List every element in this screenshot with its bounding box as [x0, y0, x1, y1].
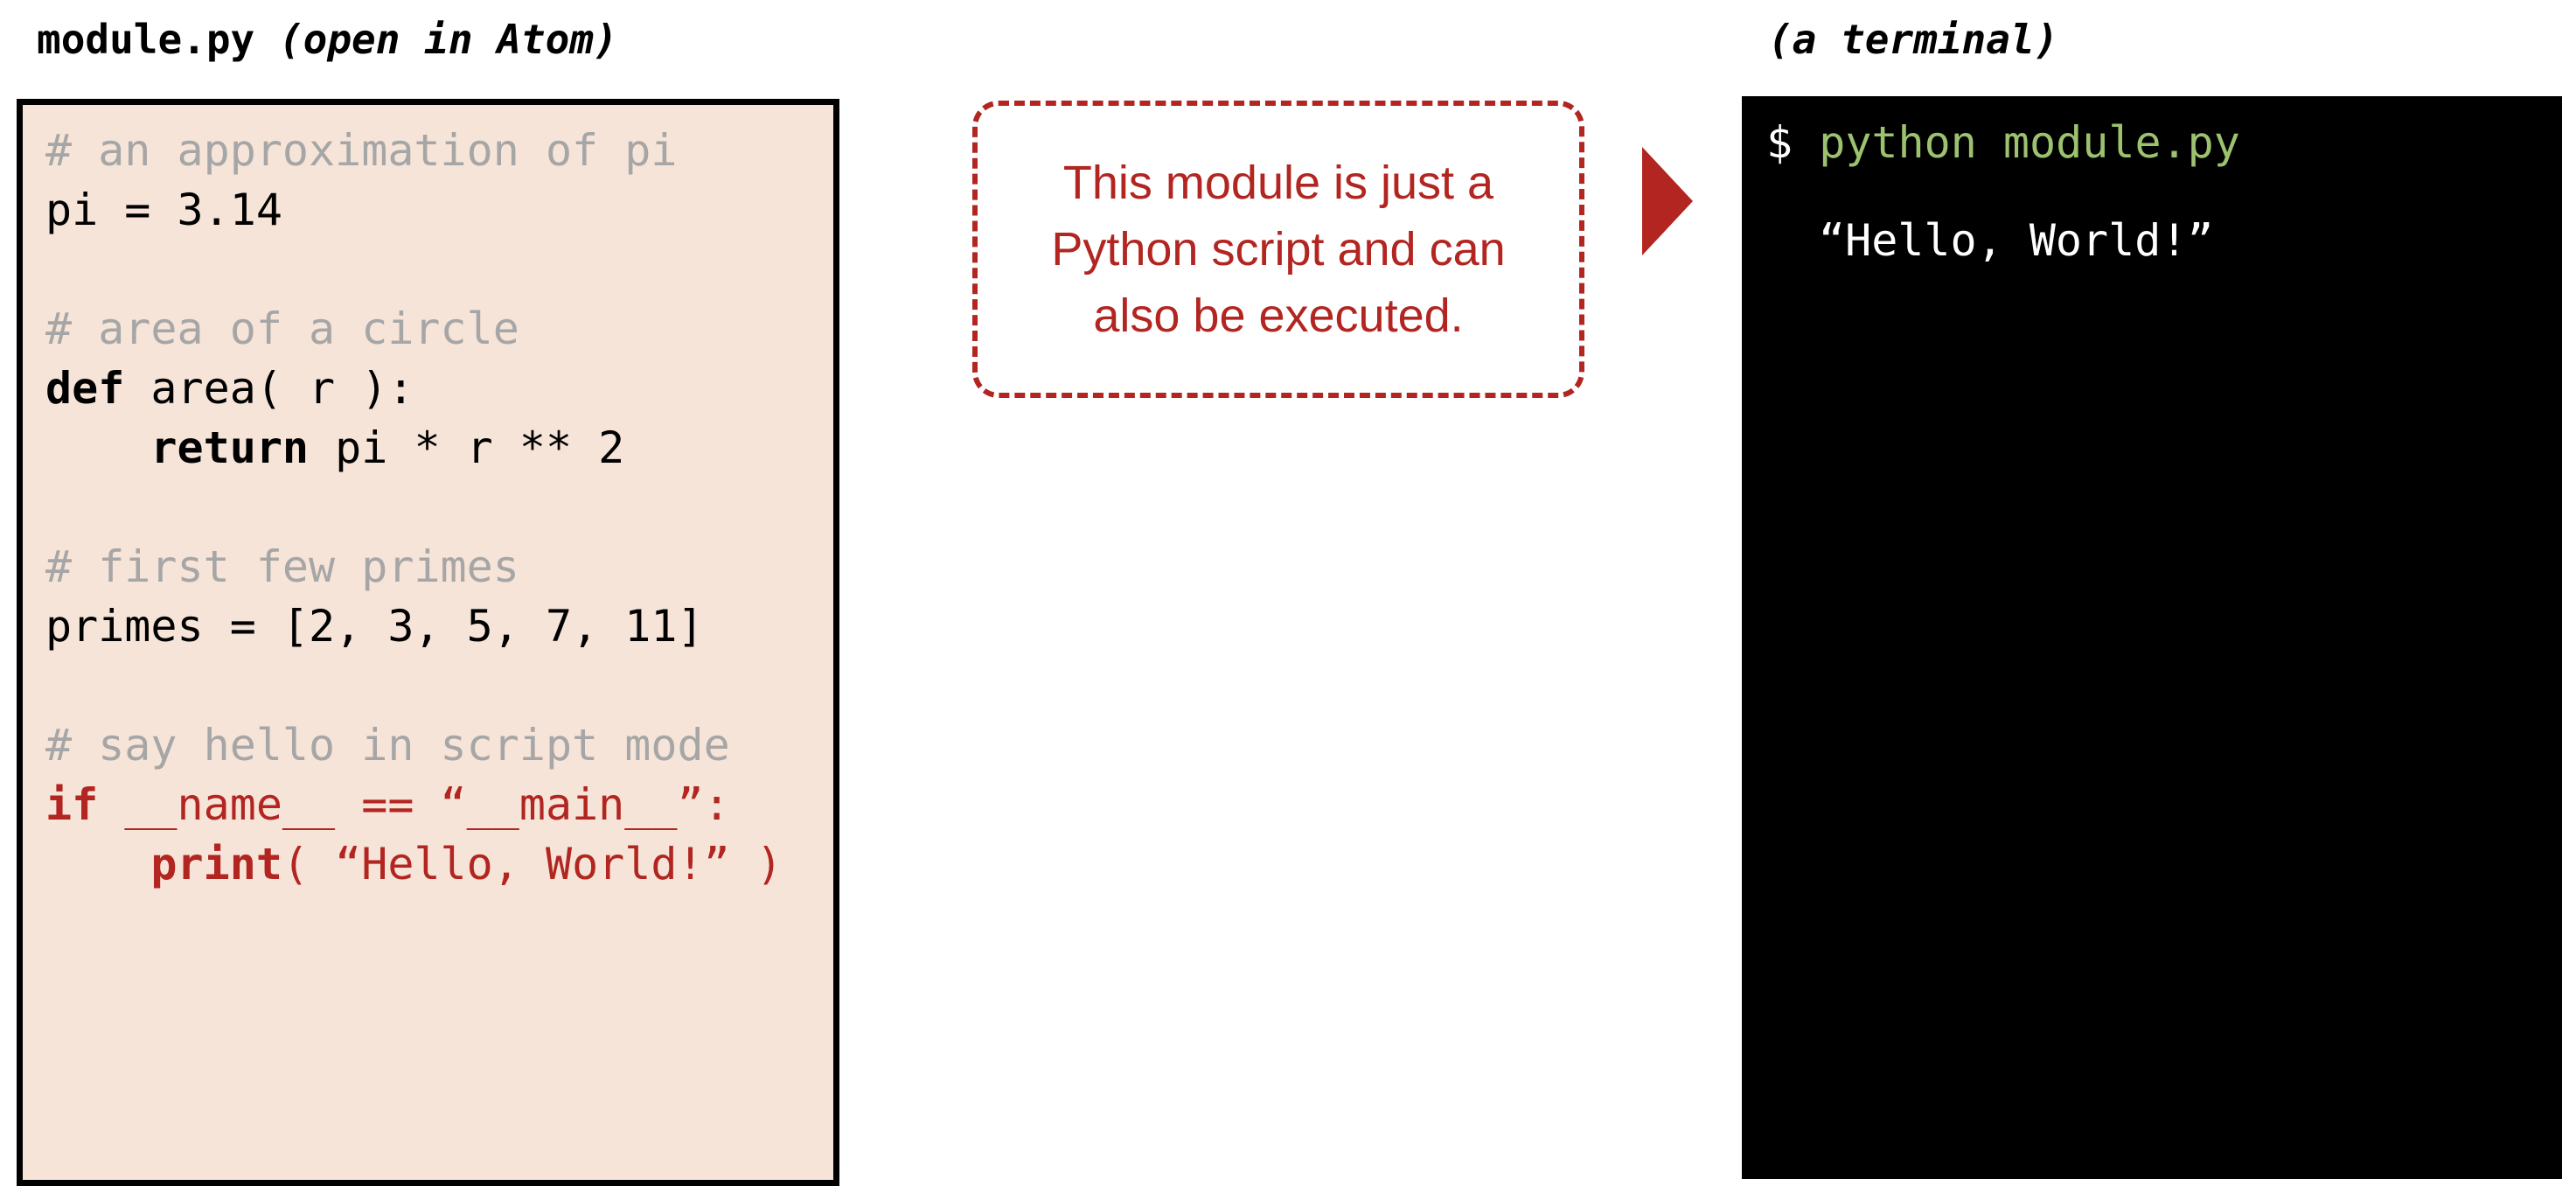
terminal-command: python module.py: [1819, 117, 2240, 168]
code-comment: # an approximation of pi: [45, 125, 678, 176]
code-text: [45, 839, 150, 890]
callout-box: This module is just a Python script and …: [972, 101, 1584, 398]
code-line: # area of a circle: [45, 299, 783, 359]
editor-title-context: (open in Atom): [278, 16, 618, 63]
code-text: __name__ == “__main__”:: [98, 779, 730, 830]
terminal-title-text: (a terminal): [1768, 16, 2059, 63]
code-text: pi * r ** 2: [309, 422, 625, 473]
code-line: pi = 3.14: [45, 180, 783, 240]
code-keyword: def: [45, 363, 125, 414]
code-text: primes = [2, 3, 5, 7, 11]: [45, 601, 704, 652]
code-line: return pi * r ** 2: [45, 418, 783, 478]
code-text: ( “Hello, World!” ): [282, 839, 783, 890]
terminal-output: “Hello, World!”: [1819, 215, 2214, 266]
terminal-window[interactable]: $ python module.py “Hello, World!”: [1742, 96, 2562, 1179]
code-line: [45, 240, 783, 299]
code-keyword: if: [45, 779, 99, 830]
code-line: if __name__ == “__main__”:: [45, 775, 783, 834]
code-text: [45, 422, 150, 473]
code-block: # an approximation of pi pi = 3.14 # area …: [45, 121, 783, 894]
code-line: # first few primes: [45, 537, 783, 597]
arrow-right-icon: [1642, 147, 1693, 255]
callout-text: This module is just a Python script and …: [1051, 157, 1506, 342]
code-keyword: return: [150, 422, 310, 473]
editor-title: module.py (open in Atom): [37, 19, 618, 59]
code-line: # say hello in script mode: [45, 715, 783, 775]
code-editor-panel[interactable]: # an approximation of pi pi = 3.14 # area …: [17, 99, 839, 1186]
code-comment: # area of a circle: [45, 303, 519, 354]
code-line: [45, 478, 783, 537]
code-comment: # first few primes: [45, 541, 519, 592]
code-line: print( “Hello, World!” ): [45, 834, 783, 894]
terminal-command-line: $ python module.py: [1766, 121, 2240, 164]
code-line: primes = [2, 3, 5, 7, 11]: [45, 597, 783, 656]
code-text: pi = 3.14: [45, 185, 282, 235]
code-text: area( r ):: [124, 363, 414, 414]
code-line: [45, 656, 783, 715]
code-keyword: print: [150, 839, 282, 890]
code-comment: # say hello in script mode: [45, 720, 730, 771]
editor-title-file: module.py: [37, 16, 255, 63]
terminal-prompt: $: [1766, 117, 1793, 168]
code-line: def area( r ):: [45, 359, 783, 418]
code-line: # an approximation of pi: [45, 121, 783, 180]
terminal-title: (a terminal): [1768, 19, 2058, 59]
